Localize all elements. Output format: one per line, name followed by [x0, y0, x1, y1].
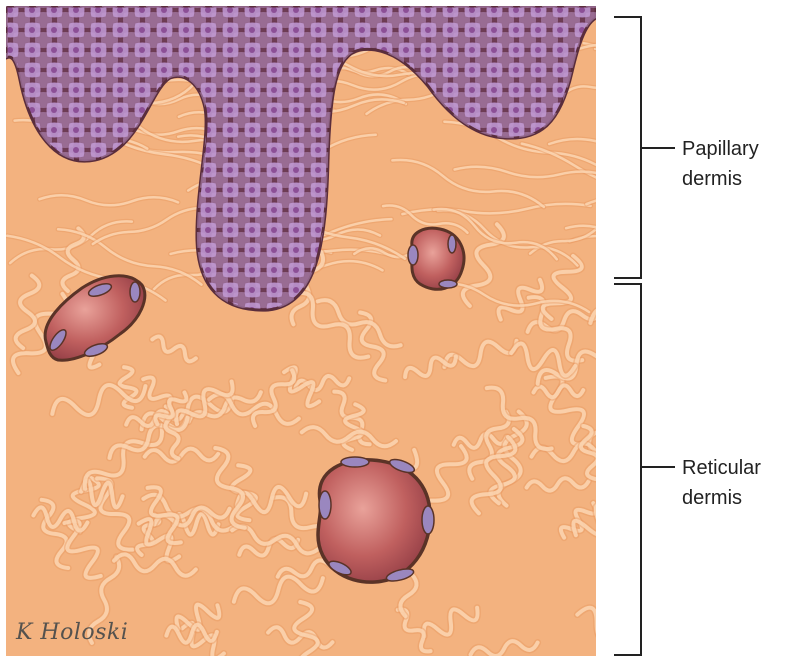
collagen-fiber-shadow: [595, 46, 700, 57]
collagen-fiber-shadow: [589, 304, 666, 335]
collagen-fiber: [583, 41, 724, 102]
label-reticular-line2: dermis: [682, 483, 761, 513]
collagen-fiber: [595, 46, 700, 57]
blood-vessel-small-right: [408, 228, 464, 289]
collagen-fiber-shadow: [583, 41, 724, 102]
label-papillary-line1: Papillary: [682, 134, 759, 164]
label-papillary-dermis: Papillary dermis: [682, 134, 759, 194]
label-reticular-dermis: Reticular dermis: [682, 453, 761, 513]
label-papillary-line2: dermis: [682, 164, 759, 194]
bracket-reticular: [614, 284, 675, 655]
collagen-fiber: [589, 304, 666, 335]
label-reticular-line1: Reticular: [682, 453, 761, 483]
artist-signature: K Holoski: [16, 620, 128, 645]
bracket-papillary: [614, 17, 675, 278]
